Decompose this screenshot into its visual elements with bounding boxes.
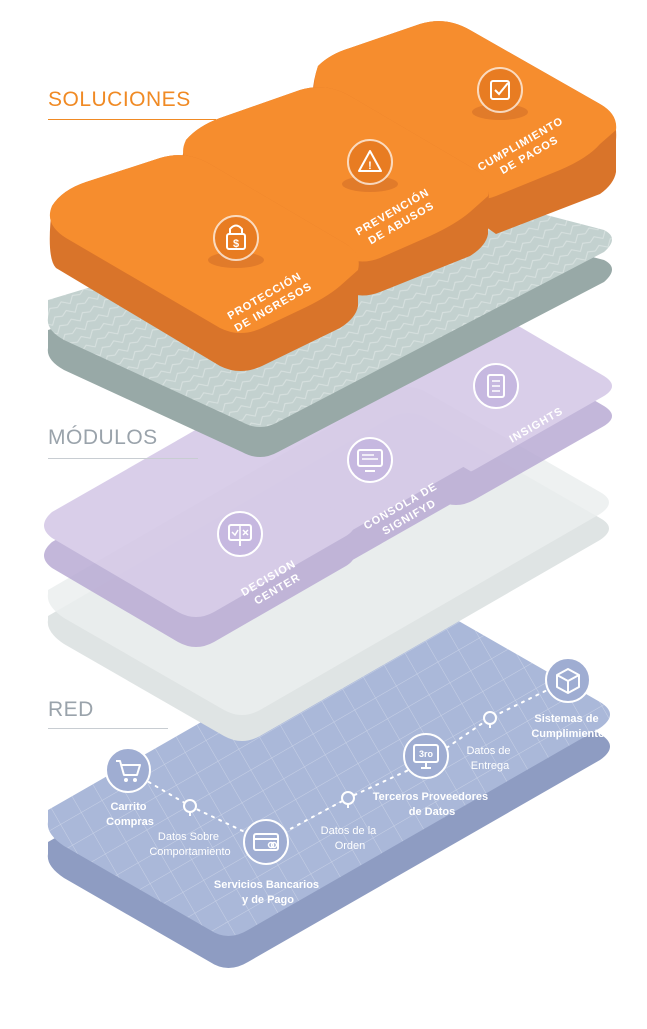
credit-card-icon [243,819,289,865]
svg-text:!: ! [368,160,372,172]
pin-label-comportamiento: Datos Sobre Comportamiento [149,831,230,858]
checkbox-check-icon [472,67,528,120]
shopping-cart-icon [105,747,151,793]
node-label-carrito: Carrito Compras [106,801,154,828]
node-label-servicios: Servicios Bancarios y de Pago [214,879,322,906]
svg-text:$: $ [233,238,239,250]
solution-card-cumplimiento[interactable] [313,21,617,234]
soluciones-layer [49,21,617,371]
warning-triangle-icon: ! [342,139,398,192]
solution-card-prevencion[interactable] [180,87,489,296]
red-title: RED [48,698,94,721]
pin-label-entrega: Datos de Entrega [466,745,513,772]
red-plate [47,603,611,968]
third-party-monitor-icon: 3ro [403,733,449,779]
solution-card-proteccion[interactable] [49,155,359,371]
third-party-badge: 3ro [419,749,434,759]
pin-marker-entrega [483,711,497,728]
red-rule [48,728,168,729]
modulos-rule [48,458,198,459]
decision-board-icon [217,511,263,557]
pin-marker-comportamiento [183,799,197,816]
node-label-sistemas: Sistemas de Cumplimiento [531,713,605,740]
report-document-icon [473,363,519,409]
padlock-dollar-icon: $ [208,215,264,268]
shipping-box-icon [545,657,591,703]
node-label-terceros: Terceros Proveedores de Datos [373,791,491,818]
monitor-console-icon [347,437,393,483]
modulos-title: MÓDULOS [48,426,158,449]
soluciones-rule [48,119,216,120]
module-card-decision[interactable] [44,435,354,647]
pin-marker-orden [341,791,355,808]
pin-label-orden: Datos de la Orden [321,825,380,852]
soluciones-title: SOLUCIONES [48,88,191,111]
